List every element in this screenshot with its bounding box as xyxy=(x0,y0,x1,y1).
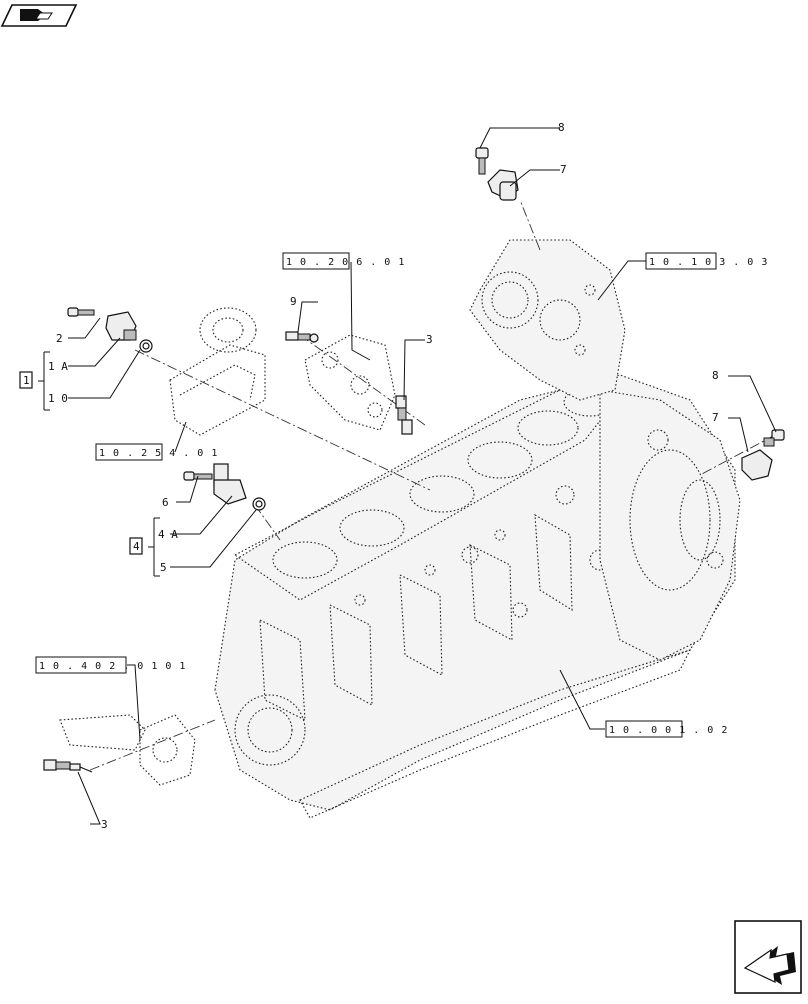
ref-box-10-402-01-01[interactable]: 1 0 . 4 0 2 . 0 1 0 1 xyxy=(35,656,186,674)
centerline-5 xyxy=(89,719,216,771)
pressure-sensor-part-1a[interactable] xyxy=(105,311,137,341)
svg-text:4: 4 xyxy=(133,540,140,553)
ref-box-10-103-03[interactable]: 1 0 . 1 0 3 . 0 3 xyxy=(645,252,768,270)
screw-part-8-top[interactable] xyxy=(475,147,489,175)
callout-5[interactable]: 5 xyxy=(160,561,167,574)
callout-1a[interactable]: 1 A xyxy=(48,360,68,373)
intake-manifold xyxy=(169,307,266,436)
callout-3-bottom[interactable]: 3 xyxy=(101,818,108,831)
callout-3-mid[interactable]: 3 xyxy=(426,333,433,346)
svg-text:1 0 . 0 0 1 . 0 2: 1 0 . 0 0 1 . 0 2 xyxy=(609,725,728,736)
callout-8-top[interactable]: 8 xyxy=(558,121,565,134)
leader-lines xyxy=(38,127,777,825)
callout-8-right[interactable]: 8 xyxy=(712,369,719,382)
callout-9[interactable]: 9 xyxy=(290,295,297,308)
ref-box-10-001-02[interactable]: 1 0 . 0 0 1 . 0 2 xyxy=(605,720,728,738)
centerline-4 xyxy=(254,504,281,541)
callout-10[interactable]: 1 0 xyxy=(48,392,68,405)
callout-2[interactable]: 2 xyxy=(56,332,63,345)
screw-part-6[interactable] xyxy=(183,471,213,481)
callout-6[interactable]: 6 xyxy=(162,496,169,509)
screw-part-8-right[interactable] xyxy=(763,429,785,447)
timing-cover xyxy=(469,239,626,401)
valve-housing xyxy=(304,334,396,431)
callout-7-right[interactable]: 7 xyxy=(712,411,719,424)
book-arrow-icon[interactable] xyxy=(0,4,78,27)
oring-part-5[interactable] xyxy=(252,497,266,511)
screw-part-2[interactable] xyxy=(67,307,95,317)
next-page-arrow-icon[interactable] xyxy=(734,920,802,994)
centerline-3 xyxy=(699,434,776,476)
temp-sensor-part-3-mid[interactable] xyxy=(395,395,413,435)
svg-text:1 0 . 1 0 3 . 0 3: 1 0 . 1 0 3 . 0 3 xyxy=(649,257,768,268)
coolant-housing xyxy=(59,714,196,786)
svg-text:1 0 . 2 0 6 . 0 1: 1 0 . 2 0 6 . 0 1 xyxy=(286,257,405,268)
speed-sensor-part-7-top[interactable] xyxy=(487,169,519,201)
ref-box-10-254-01[interactable]: 1 0 . 2 5 4 . 0 1 xyxy=(95,443,218,461)
svg-text:1: 1 xyxy=(23,374,30,387)
callout-4a[interactable]: 4 A xyxy=(158,528,178,541)
sensor-part-9[interactable] xyxy=(285,331,319,343)
temp-sensor-part-3-bottom[interactable] xyxy=(43,759,93,773)
speed-sensor-part-7-right[interactable] xyxy=(741,449,773,481)
flywheel-housing xyxy=(599,389,741,661)
oring-part-10[interactable] xyxy=(139,339,153,353)
ref-box-10-206-01[interactable]: 1 0 . 2 0 6 . 0 1 xyxy=(282,252,405,270)
callout-7-top[interactable]: 7 xyxy=(560,163,567,176)
svg-text:1 0 . 4 0 2 . 0 1 0 1: 1 0 . 4 0 2 . 0 1 0 1 xyxy=(39,661,186,672)
centerline-2 xyxy=(519,199,541,251)
pressure-sensor-part-4a[interactable] xyxy=(213,463,247,505)
svg-text:1 0 . 2 5 4 . 0 1: 1 0 . 2 5 4 . 0 1 xyxy=(99,448,218,459)
centerline-1 xyxy=(134,349,431,491)
kit-box-1[interactable]: 1 xyxy=(19,371,33,389)
kit-box-4[interactable]: 4 xyxy=(129,537,143,555)
